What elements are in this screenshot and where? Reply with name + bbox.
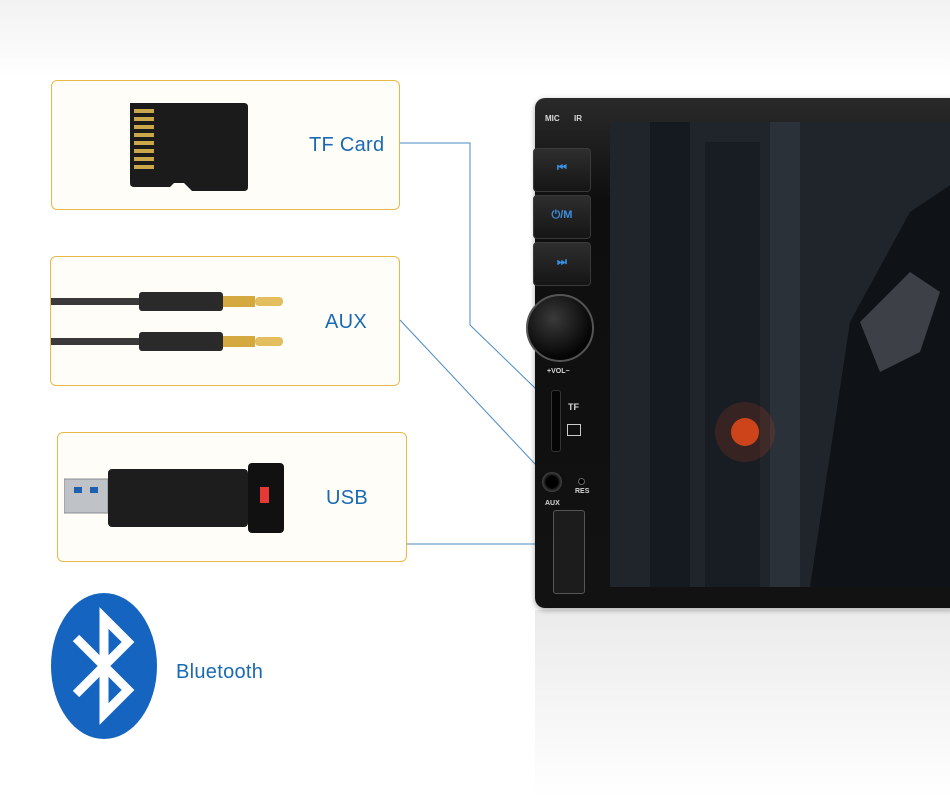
display-screen xyxy=(610,122,950,587)
volume-knob[interactable] xyxy=(526,294,594,362)
tf-card-slot-icon xyxy=(567,424,581,436)
aux-jack-label: AUX xyxy=(545,500,560,507)
res-label: RES xyxy=(575,488,590,495)
tf-card-box: TF Card xyxy=(51,80,400,210)
vol-label: +VOL− xyxy=(547,368,570,375)
aux-jack[interactable] xyxy=(542,472,562,492)
device-reflection xyxy=(535,610,950,800)
next-track-icon: ⏭ xyxy=(557,256,567,268)
usb-drive-icon xyxy=(64,463,284,533)
background-fade xyxy=(0,0,950,80)
tf-card-icon xyxy=(130,103,248,191)
aux-connector xyxy=(399,319,551,481)
bluetooth-label: Bluetooth xyxy=(176,661,264,683)
usb-label: USB xyxy=(326,487,369,509)
previous-track-button[interactable]: ⏮ xyxy=(533,148,591,192)
aux-cable-icon xyxy=(51,292,283,351)
aux-label: AUX xyxy=(325,311,368,333)
next-track-button[interactable]: ⏭ xyxy=(533,242,591,286)
screen-scene-image xyxy=(610,122,950,587)
aux-box: AUX xyxy=(50,256,400,386)
tf-connector xyxy=(400,142,569,421)
previous-track-icon: ⏮ xyxy=(557,162,567,174)
usb-box: USB xyxy=(57,432,407,562)
power-mode-button[interactable]: ⏻/M xyxy=(533,195,591,239)
power-icon: ⏻/M xyxy=(551,209,573,221)
bluetooth-icon xyxy=(51,593,157,739)
ir-label: IR xyxy=(574,114,582,123)
tf-slot-label: TF xyxy=(568,402,579,412)
reset-hole[interactable] xyxy=(578,478,585,485)
tf-card-label: TF Card xyxy=(309,134,385,156)
usb-port[interactable] xyxy=(553,510,585,594)
tf-card-slot[interactable] xyxy=(551,390,561,452)
mic-label: MIC xyxy=(545,114,560,123)
